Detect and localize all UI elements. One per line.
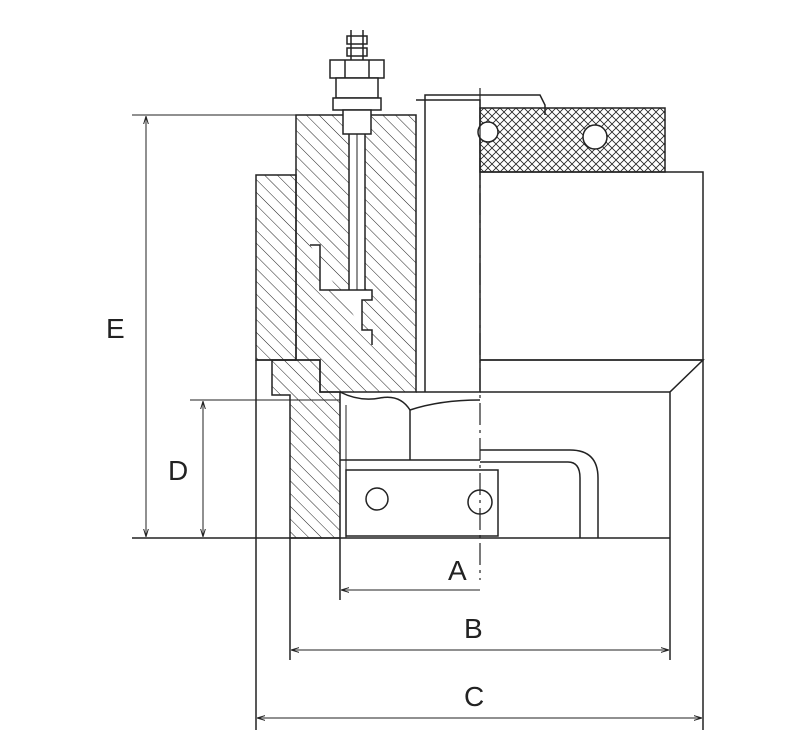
- right-body-outline: [480, 171, 704, 361]
- right-chamfer: [480, 359, 705, 538]
- dimension-label-b: B: [464, 613, 483, 644]
- cylinder-wall-hatched-section: [255, 174, 297, 361]
- ring-hole-right: [582, 124, 608, 150]
- dimension-label-a: A: [448, 555, 467, 586]
- clamp-lever: [480, 449, 599, 538]
- dimension-label-d: D: [168, 455, 188, 486]
- seal-groove: [310, 244, 373, 345]
- ring-hole-left: [477, 121, 499, 143]
- knurled-ring: [479, 107, 666, 173]
- clamp-plate: [345, 469, 499, 537]
- jaw-profile: [339, 391, 481, 411]
- dimension-label-e: E: [106, 313, 125, 344]
- dimension-label-c: C: [464, 681, 484, 712]
- plate-hole-left: [365, 487, 389, 511]
- top-bolt-assembly: [329, 30, 385, 135]
